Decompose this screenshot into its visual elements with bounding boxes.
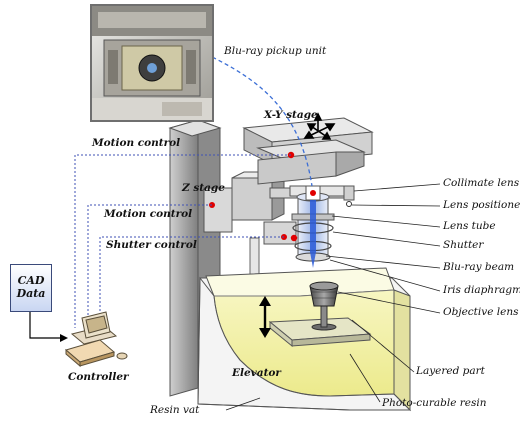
label-lens-tube: Lens tube <box>443 220 496 232</box>
xy-arrows-icon <box>303 112 336 140</box>
label-shutter-control: Shutter control <box>106 239 197 251</box>
cad-label-line1: CAD <box>17 274 45 288</box>
label-collimate-lens: Collimate lens <box>443 177 520 189</box>
elevator-arrow-icon <box>259 296 271 338</box>
layered-part <box>309 281 339 331</box>
control-lines <box>74 154 291 328</box>
label-photo-curable-resin: Photo-curable resin <box>382 397 487 409</box>
controller-computer-icon <box>64 311 128 368</box>
label-objective-lens: Objective lens <box>443 306 519 318</box>
label-elevator: Elevator <box>232 367 281 379</box>
label-motion-control-2: Motion control <box>104 208 193 220</box>
label-shutter: Shutter <box>443 239 484 251</box>
optical-head <box>289 185 355 268</box>
label-resin-vat: Resin vat <box>150 404 200 416</box>
cad-to-controller-arrow <box>29 312 68 342</box>
label-layered-part: Layered part <box>416 365 485 377</box>
label-lens-positioner: Lens positioner <box>443 199 520 211</box>
label-iris-diaphragm: Iris diaphragm <box>443 284 520 296</box>
label-controller: Controller <box>68 371 129 383</box>
pickup-unit-image <box>92 6 212 120</box>
cad-data-box: CAD Data <box>10 264 52 312</box>
label-motion-control-1: Motion control <box>92 137 181 149</box>
label-xy-stage: X-Y stage <box>264 109 318 121</box>
label-z-stage: Z stage <box>182 182 225 194</box>
pickup-unit-photo <box>90 4 214 122</box>
leader-lines <box>225 183 441 411</box>
bluray-beam <box>310 200 316 268</box>
cad-label-line2: Data <box>16 287 46 300</box>
label-bluray-beam: Blu-ray beam <box>443 261 515 273</box>
label-pickup-unit: Blu-ray pickup unit <box>224 45 327 57</box>
xy-stage <box>242 112 374 185</box>
